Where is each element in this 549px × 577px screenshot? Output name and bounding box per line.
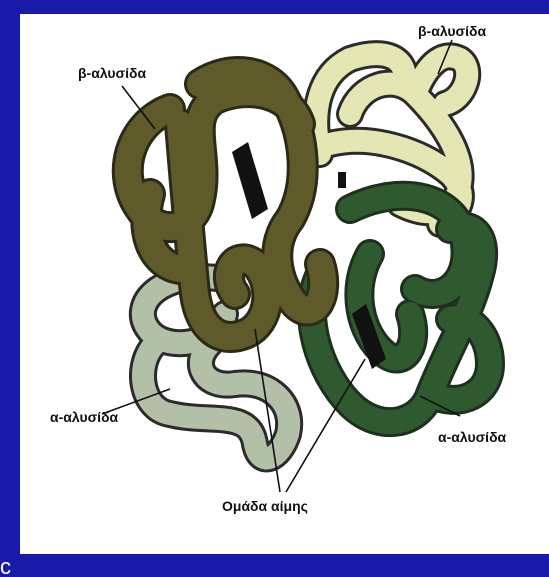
hemoglobin-figure-panel: β-αλυσίδα β-αλυσίδα α-αλυσίδα α-αλυσίδα … [20,14,549,554]
label-alpha-chain-left: α-αλυσίδα [50,409,119,425]
label-beta-chain-right: β-αλυσίδα [418,23,486,39]
label-alpha-chain-right: α-αλυσίδα [438,429,507,445]
label-heme-group: Ομάδα αίμης [222,498,308,514]
hemoglobin-diagram: β-αλυσίδα β-αλυσίδα α-αλυσίδα α-αλυσίδα … [20,14,549,554]
alpha-chain-right [312,196,490,422]
heme-connector-mark [338,172,346,188]
corner-text-fragment: c [0,556,16,577]
label-beta-chain-left: β-αλυσίδα [78,65,146,81]
heme-group-left-shape [232,142,268,219]
